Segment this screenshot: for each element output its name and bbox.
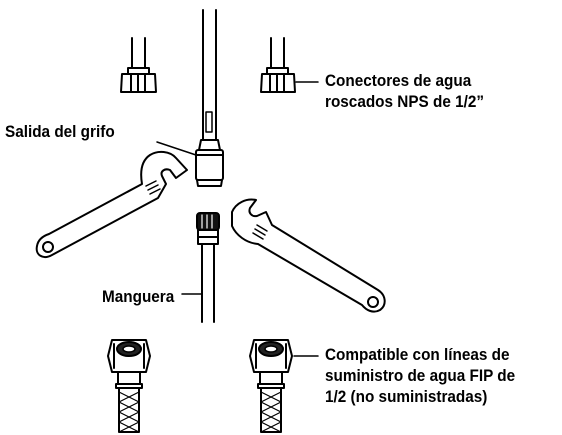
left-water-connector (120, 37, 157, 93)
left-supply-line (107, 339, 151, 433)
connectors-label-line1: Conectores de agua (325, 71, 472, 90)
compatible-supply-label: Compatible con líneas de suministro de a… (325, 344, 515, 407)
right-water-connector (260, 37, 319, 93)
compatible-label-line3: 1/2 (no suministradas) (325, 387, 488, 406)
connectors-label-line2: roscados NPS de 1/2” (325, 92, 485, 111)
left-wrench (35, 150, 188, 258)
hose (181, 212, 220, 323)
hose-label: Manguera (102, 287, 175, 306)
faucet-spout (156, 9, 224, 187)
right-wrench (231, 198, 386, 313)
compatible-label-line2: suministro de agua FIP de (325, 366, 516, 385)
faucet-outlet-label: Salida del grifo (5, 122, 115, 141)
connectors-label: Conectores de agua roscados NPS de 1/2” (325, 70, 484, 112)
compatible-label-line1: Compatible con líneas de (325, 345, 510, 364)
right-supply-line (249, 339, 319, 433)
outlet-leader-line (156, 141, 197, 156)
